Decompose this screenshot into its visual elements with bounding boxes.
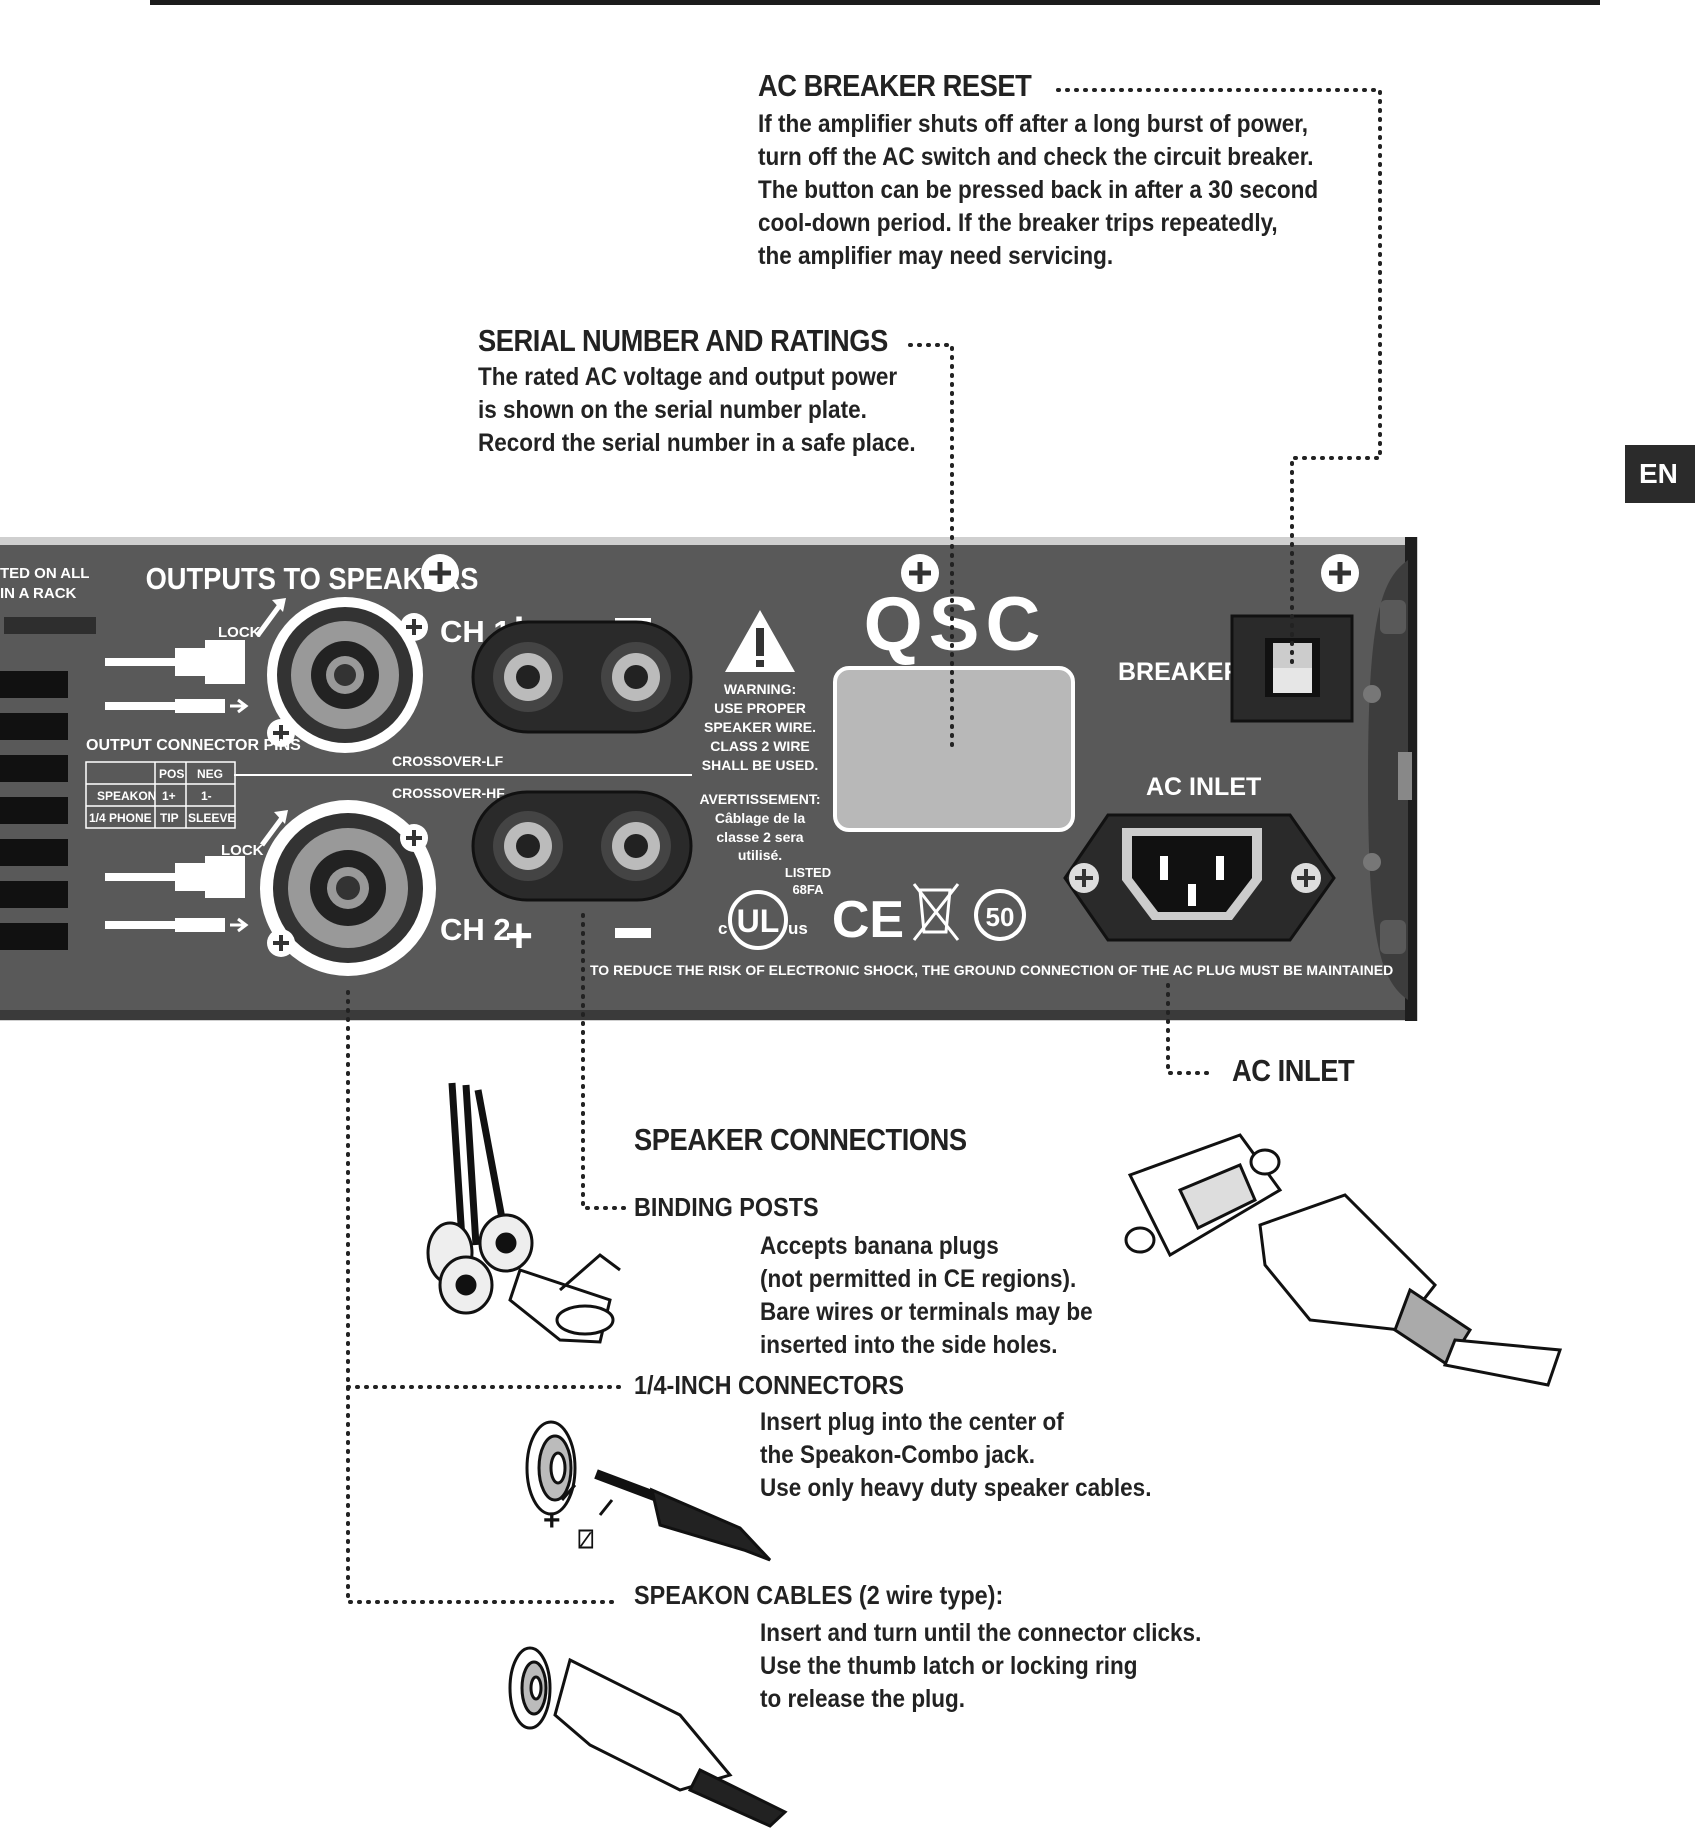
svg-text:LISTED: LISTED xyxy=(785,865,831,880)
crossover-lf-label: CROSSOVER-LF xyxy=(392,753,504,769)
ul-mark: UL xyxy=(737,903,780,939)
breaker-button[interactable] xyxy=(1230,614,1354,723)
svg-text:USE PROPER: USE PROPER xyxy=(714,700,806,716)
ground-label: ⍁ xyxy=(578,1524,594,1554)
pins-row1-name: SPEAKON xyxy=(97,789,156,803)
left-edge-text-2: IN A RACK xyxy=(0,585,77,602)
quarter-inch-body: Insert plug into the center of the Speak… xyxy=(760,1406,1151,1505)
pins-table xyxy=(85,761,236,829)
body-line: Insert and turn until the connector clic… xyxy=(760,1619,1202,1647)
pins-row2-neg: SLEEVE xyxy=(188,811,235,825)
lock-label-ch2: LOCK xyxy=(221,842,264,859)
panel-screw-icon xyxy=(901,554,939,592)
serial-number-plate xyxy=(833,666,1075,832)
speakon-cables-body: Insert and turn until the connector clic… xyxy=(760,1617,1201,1716)
ac-breaker-reset-body: If the amplifier shuts off after a long … xyxy=(758,108,1318,273)
ch2-plus: + xyxy=(505,910,533,963)
svg-text:utilisé.: utilisé. xyxy=(738,847,782,863)
output-pins-title: OUTPUT CONNECTOR PINS xyxy=(86,737,301,754)
language-tab[interactable]: EN xyxy=(1625,445,1695,503)
svg-text:classe 2 sera: classe 2 sera xyxy=(716,829,803,845)
ac-inlet-panel-label: AC INLET xyxy=(1146,773,1261,801)
binding-posts-title: BINDING POSTS xyxy=(634,1192,819,1222)
panel-screw-icon xyxy=(1321,554,1359,592)
rack-label-slot xyxy=(4,617,96,634)
body-line: turn off the AC switch and check the cir… xyxy=(758,143,1314,171)
certification-marks: LISTED 68FA c UL us CE 50 xyxy=(718,865,1026,950)
body-line: If the amplifier shuts off after a long … xyxy=(758,110,1309,138)
banana-plug-illustration xyxy=(426,1082,621,1344)
warning-text: WARNING: USE PROPER SPEAKER WIRE. CLASS … xyxy=(699,681,820,863)
body-line: Use the thumb latch or locking ring xyxy=(760,1652,1138,1680)
pins-row1-pos: 1+ xyxy=(162,789,176,803)
warning-triangle-icon xyxy=(725,610,795,672)
body-line: is shown on the serial number plate. xyxy=(478,396,867,424)
speakon-plug-icon xyxy=(105,640,249,714)
svg-text:AVERTISSEMENT:: AVERTISSEMENT: xyxy=(699,791,820,807)
serial-number-body: The rated AC voltage and output power is… xyxy=(478,361,916,460)
svg-text:Câblage de la: Câblage de la xyxy=(715,810,805,826)
crossover-hf-label: CROSSOVER-HF xyxy=(392,785,505,801)
ch2-label: CH 2 xyxy=(440,912,511,947)
body-line: The button can be pressed back in after … xyxy=(758,176,1319,204)
speakon-plug-icon xyxy=(105,856,249,933)
body-line: Bare wires or terminals may be xyxy=(760,1298,1093,1326)
ch1-speakon-jack[interactable] xyxy=(255,597,428,753)
lock-label-ch1: LOCK xyxy=(218,624,261,641)
breaker-label: BREAKER xyxy=(1118,658,1242,686)
iec-cord-illustration xyxy=(1124,1133,1563,1387)
ac-inlet-socket[interactable] xyxy=(1063,813,1336,942)
speaker-connections-title: SPEAKER CONNECTIONS xyxy=(634,1122,967,1157)
ch2-speakon-jack[interactable] xyxy=(259,800,436,976)
svg-text:SPEAKER WIRE.: SPEAKER WIRE. xyxy=(704,719,816,735)
ce-mark: CE xyxy=(832,891,904,949)
body-line: the amplifier may need servicing. xyxy=(758,242,1114,270)
quarter-inch-plug-illustration xyxy=(525,1420,772,1562)
body-line: (not permitted in CE regions). xyxy=(760,1265,1077,1293)
leader-lines xyxy=(346,88,1382,1604)
vent-slots xyxy=(0,671,68,950)
pins-row2-pos: TIP xyxy=(160,811,179,825)
serial-number-title: SERIAL NUMBER AND RATINGS xyxy=(478,323,888,358)
top-rule xyxy=(150,0,1600,5)
svg-text:SHALL BE USED.: SHALL BE USED. xyxy=(702,757,818,773)
fifty-year-mark: 50 xyxy=(986,902,1015,932)
ch2-binding-posts[interactable] xyxy=(471,790,693,902)
panel-screw-icon xyxy=(421,554,459,592)
plus-label: + xyxy=(543,1504,561,1537)
left-edge-text-1: TED ON ALL xyxy=(0,565,89,582)
body-line: The rated AC voltage and output power xyxy=(478,363,898,391)
svg-text:c: c xyxy=(718,919,727,938)
pins-row1-neg: 1- xyxy=(201,789,212,803)
svg-text:68FA: 68FA xyxy=(792,882,824,897)
ground-notice: TO REDUCE THE RISK OF ELECTRONIC SHOCK, … xyxy=(590,962,1393,978)
body-line: Insert plug into the center of xyxy=(760,1408,1064,1436)
svg-text:WARNING:: WARNING: xyxy=(724,681,796,697)
body-line: cool-down period. If the breaker trips r… xyxy=(758,209,1278,237)
ac-breaker-reset-title: AC BREAKER RESET xyxy=(758,68,1032,103)
body-line: Use only heavy duty speaker cables. xyxy=(760,1474,1152,1502)
brand-logo: QSC xyxy=(864,582,1047,667)
pins-row2-name: 1/4 PHONE xyxy=(89,811,152,825)
quarter-inch-title: 1/4-INCH CONNECTORS xyxy=(634,1370,905,1400)
body-line: the Speakon-Combo jack. xyxy=(760,1441,1036,1469)
ch2-minus xyxy=(615,928,651,938)
weee-bin-icon xyxy=(912,883,960,941)
body-line: Accepts banana plugs xyxy=(760,1232,999,1260)
body-line: inserted into the side holes. xyxy=(760,1331,1058,1359)
speakon-cable-illustration xyxy=(508,1646,788,1828)
pins-header-neg: NEG xyxy=(197,767,223,781)
speakon-cables-title: SPEAKON CABLES (2 wire type): xyxy=(634,1580,1004,1610)
ch1-binding-posts[interactable] xyxy=(471,620,693,734)
binding-posts-body: Accepts banana plugs (not permitted in C… xyxy=(760,1230,1093,1362)
pins-header-pos: POS xyxy=(159,767,184,781)
ac-inlet-callout-title: AC INLET xyxy=(1232,1053,1355,1088)
body-line: Record the serial number in a safe place… xyxy=(478,429,916,457)
body-line: to release the plug. xyxy=(760,1685,966,1713)
svg-text:CLASS 2 WIRE: CLASS 2 WIRE xyxy=(710,738,810,754)
svg-text:us: us xyxy=(788,919,808,938)
